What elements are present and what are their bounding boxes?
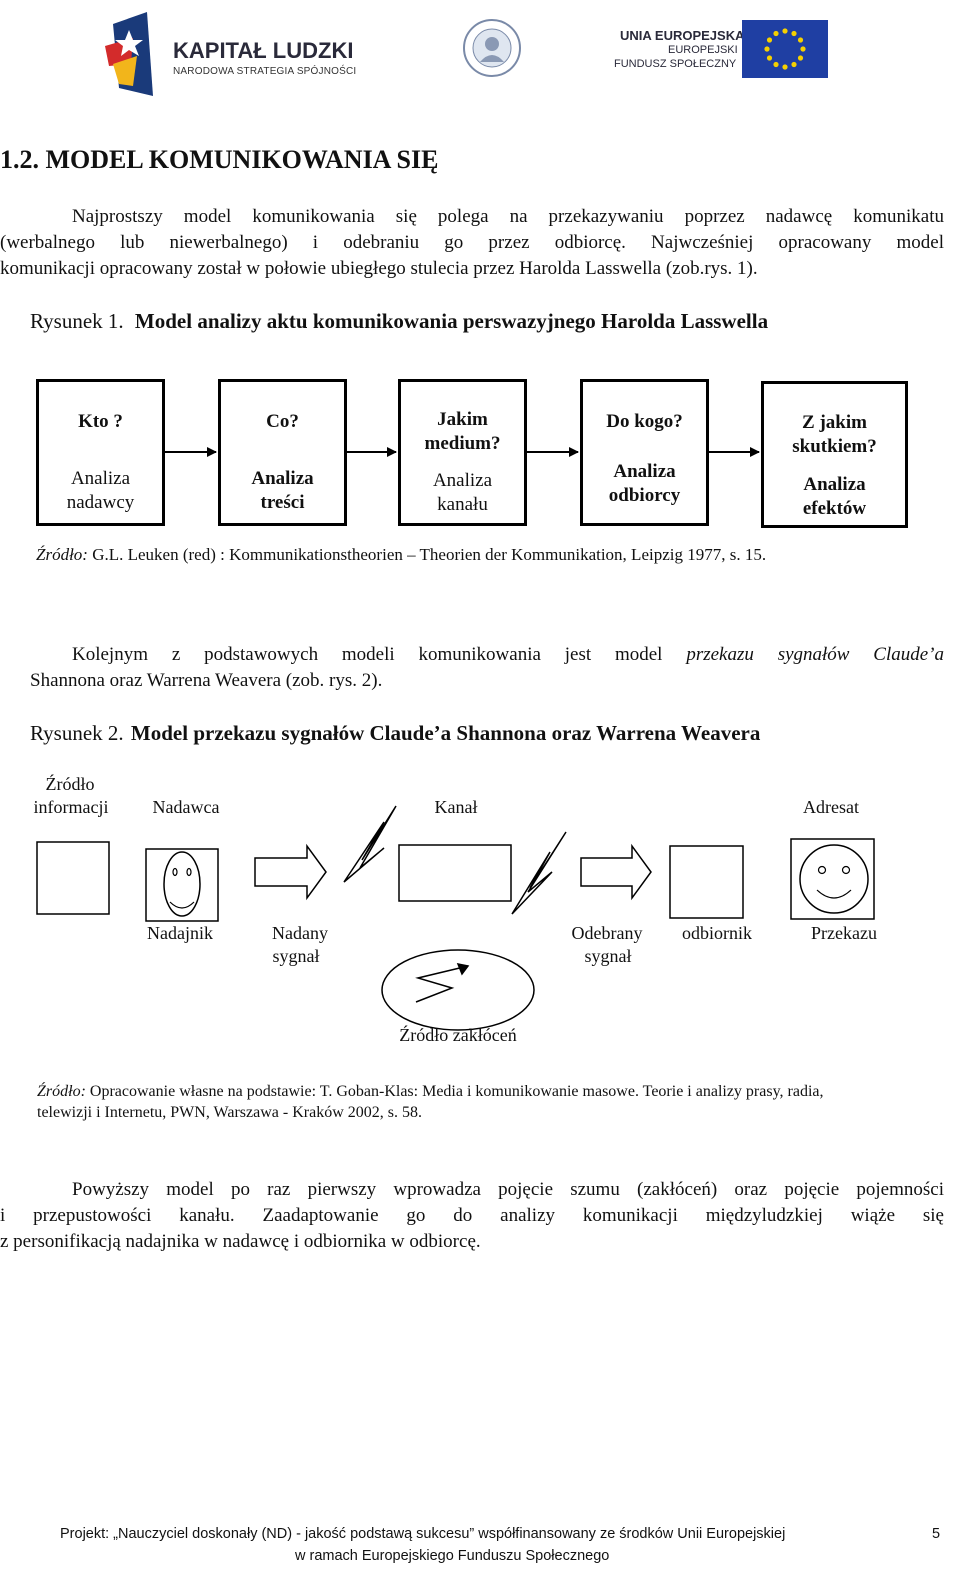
lightning-left-icon bbox=[343, 805, 397, 883]
label-sent-signal-line-1: Nadany bbox=[272, 923, 328, 943]
paragraph-2-text: Kolejnym z podstawowych modeli komunikow… bbox=[72, 644, 663, 665]
label-source-line-2: informacji bbox=[33, 797, 109, 817]
box-analysis-line-1: Analiza bbox=[251, 468, 314, 489]
box-analysis-line-1: Analiza bbox=[432, 470, 493, 491]
receiver-box bbox=[669, 845, 744, 919]
source-text: Opracowanie własne na podstawie: T. Goba… bbox=[89, 1083, 824, 1100]
paragraph-2: Kolejnym z podstawowych modeli komunikow… bbox=[30, 642, 944, 694]
paragraph-3: Powyższy model po raz pierwszy wprowadza… bbox=[0, 1177, 944, 1255]
channel-box bbox=[398, 844, 512, 902]
eu-text-line2: EUROPEJSKI bbox=[668, 44, 738, 56]
lasswell-box-effect: Z jakim skutkiem? Analiza efektów bbox=[761, 381, 908, 528]
source-label: Źródło: bbox=[37, 1083, 86, 1100]
paragraph-2-line-2: Shannona oraz Warrena Weavera (zob. rys.… bbox=[30, 670, 383, 691]
kapital-ludzki-subtitle: NARODOWA STRATEGIA SPÓJNOŚCI bbox=[173, 66, 357, 77]
box-question: Co? bbox=[266, 411, 299, 432]
kapital-ludzki-title: KAPITAŁ LUDZKI bbox=[173, 38, 354, 63]
label-noise-source: Źródło zakłóceń bbox=[399, 1025, 517, 1045]
figure-2-source-line-1: Źródło: Opracowanie własne na podstawie:… bbox=[37, 1081, 944, 1102]
source-text: G.L. Leuken (red) : Kommunikationstheori… bbox=[92, 545, 767, 564]
box-question-line-1: Z jakim bbox=[802, 412, 867, 433]
paragraph-1-line-1: Najprostszy model komunikowania się pole… bbox=[72, 206, 944, 227]
label-addressee: Adresat bbox=[803, 797, 859, 817]
addressee-face-icon bbox=[799, 844, 869, 914]
label-channel: Kanał bbox=[434, 797, 478, 817]
figure-1-prefix: Rysunek 1. bbox=[30, 309, 124, 333]
lasswell-box-medium: Jakim medium? Analiza kanału bbox=[398, 379, 527, 526]
label-sender: Nadawca bbox=[152, 797, 220, 817]
transmitter-face-icon bbox=[163, 851, 201, 917]
kapital-ludzki-emblem bbox=[105, 12, 153, 96]
eu-text-line1: UNIA EUROPEJSKA bbox=[620, 28, 745, 43]
eu-stars-icon bbox=[742, 20, 828, 78]
box-question: Do kogo? bbox=[606, 411, 683, 432]
paragraph-3-line-1: Powyższy model po raz pierwszy wprowadza… bbox=[72, 1179, 944, 1200]
addressee-box bbox=[790, 838, 875, 920]
box-question-line-1: Jakim bbox=[437, 409, 488, 430]
box-analysis-line-1: Analiza bbox=[803, 474, 866, 495]
lasswell-box-what: Co? Analiza treści bbox=[218, 379, 347, 526]
paragraph-3-line-3: z personifikacją nadajnika w nadawcę i o… bbox=[0, 1231, 481, 1252]
lasswell-arrows bbox=[165, 447, 760, 457]
paragraph-3-line-2: i przepustowości kanału. Zaadaptowanie g… bbox=[0, 1205, 944, 1226]
transmitter-box bbox=[145, 848, 219, 922]
label-received-signal-line-1: Odebrany bbox=[571, 923, 643, 943]
information-source-box bbox=[36, 841, 110, 915]
lasswell-box-who: Kto ? Analiza nadawcy bbox=[36, 379, 165, 526]
received-signal-arrow bbox=[580, 843, 652, 901]
figure-2-prefix: Rysunek 2. bbox=[30, 721, 124, 745]
figure-2-caption: Rysunek 2. Model przekazu sygnałów Claud… bbox=[30, 721, 760, 746]
page-number: 5 bbox=[932, 1526, 941, 1542]
paragraph-2-italic: przekazu sygnałów Claude’a bbox=[686, 644, 945, 665]
box-analysis-line-2: odbiorcy bbox=[608, 485, 681, 506]
label-message: Przekazu bbox=[811, 923, 877, 943]
label-receiver: odbiornik bbox=[682, 923, 752, 943]
label-transmitter: Nadajnik bbox=[147, 923, 213, 943]
box-analysis-line-2: treści bbox=[260, 492, 305, 513]
paragraph-1: Najprostszy model komunikowania się pole… bbox=[0, 204, 944, 282]
box-question-line-2: medium? bbox=[424, 433, 501, 454]
box-analysis-line-2: efektów bbox=[802, 498, 867, 519]
box-question: Kto ? bbox=[78, 411, 123, 432]
box-analysis-line-1: Analiza bbox=[70, 468, 131, 489]
figure-2-title: Model przekazu sygnałów Claude’a Shannon… bbox=[130, 721, 761, 745]
lightning-right-icon bbox=[511, 831, 567, 915]
box-question-line-2: skutkiem? bbox=[792, 436, 877, 457]
paragraph-1-line-3: komunikacji opracowany został w połowie … bbox=[0, 258, 758, 279]
noise-source-ellipse bbox=[381, 949, 535, 1031]
noise-lightning-icon bbox=[415, 962, 470, 1003]
figure-2-source: Źródło: Opracowanie własne na podstawie:… bbox=[37, 1081, 944, 1123]
section-title: 1.2. MODEL KOMUNIKOWANIA SIĘ bbox=[0, 145, 439, 174]
source-label: Źródło: bbox=[36, 545, 88, 564]
figure-1-title: Model analizy aktu komunikowania perswaz… bbox=[134, 309, 769, 333]
eu-flag bbox=[742, 20, 828, 78]
eu-text-line3: FUNDUSZ SPOŁECZNY bbox=[614, 58, 737, 70]
paragraph-2-line-1: Kolejnym z podstawowych modeli komunikow… bbox=[30, 642, 944, 668]
label-source-line-1: Źródło bbox=[45, 774, 95, 794]
shannon-weaver-graphics bbox=[36, 805, 875, 1031]
figure-1-caption: Rysunek 1. Model analizy aktu komunikowa… bbox=[30, 309, 768, 334]
label-received-signal-line-2: sygnał bbox=[584, 946, 632, 966]
figure-1-source: Źródło: G.L. Leuken (red) : Kommunikatio… bbox=[36, 545, 766, 565]
paragraph-1-line-2: (werbalnego lub niewerbalnego) i odebran… bbox=[0, 232, 944, 253]
sent-signal-arrow bbox=[254, 843, 327, 901]
footer-line-2: w ramach Europejskiego Funduszu Społeczn… bbox=[295, 1548, 610, 1564]
footer-line-1: Projekt: „Nauczyciel doskonały (ND) - ja… bbox=[60, 1526, 786, 1542]
figure-2-source-line-2: telewizji i Internetu, PWN, Warszawa - K… bbox=[37, 1104, 422, 1121]
university-seal bbox=[462, 18, 522, 78]
box-analysis-line-2: nadawcy bbox=[66, 492, 135, 513]
lasswell-box-whom: Do kogo? Analiza odbiorcy bbox=[580, 379, 709, 526]
box-analysis-line-2: kanału bbox=[437, 494, 488, 515]
label-sent-signal-line-2: sygnał bbox=[272, 946, 320, 966]
box-analysis-line-1: Analiza bbox=[613, 461, 676, 482]
kapital-ludzki-logo: KAPITAŁ LUDZKI NARODOWA STRATEGIA SPÓJNO… bbox=[103, 8, 373, 96]
